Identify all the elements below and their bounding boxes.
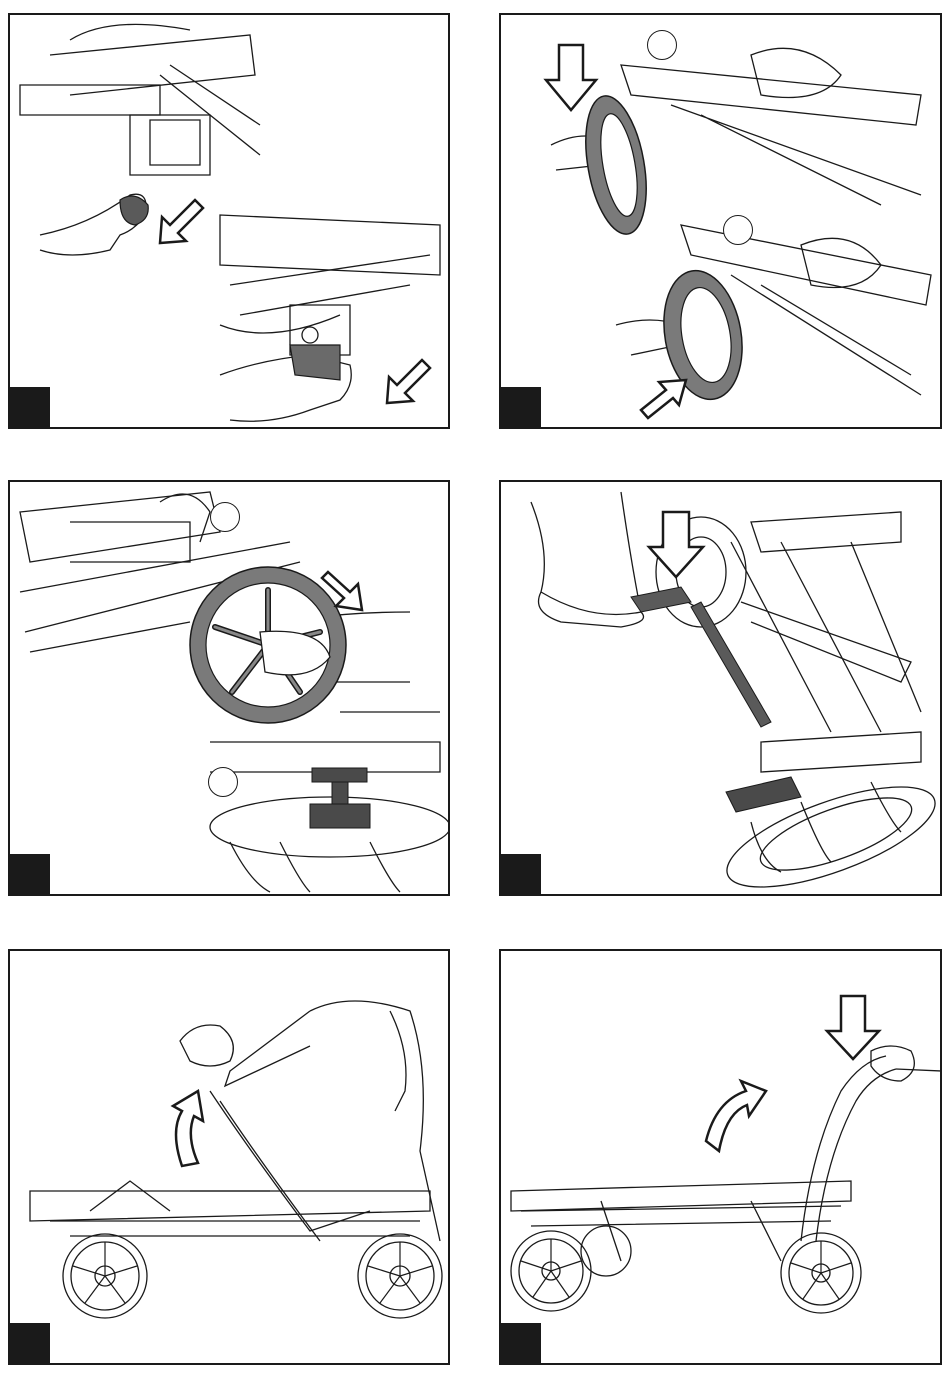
instruction-panel-4 [499,480,942,896]
illustration-remove-rear-wheel [501,15,942,429]
step-number-box [10,387,50,427]
illustration-lift-handle [10,951,450,1365]
illustration-fold-handle [501,951,942,1365]
callout-circle-2 [723,215,753,245]
step-number-box [501,387,541,427]
instruction-panel-1 [8,13,450,429]
step-number-box [501,854,541,894]
illustration-remove-part [10,15,450,429]
instruction-panel-5 [8,949,450,1365]
callout-circle-2 [208,767,238,797]
illustration-press-brake [501,482,942,896]
step-number-box [10,1323,50,1363]
illustration-remove-front-wheel [10,482,450,896]
callout-circle-1 [647,30,677,60]
step-number-box [10,854,50,894]
callout-circle-1 [210,502,240,532]
instruction-panel-3 [8,480,450,896]
instruction-panel-2 [499,13,942,429]
step-number-box [501,1323,541,1363]
instruction-panel-6 [499,949,942,1365]
